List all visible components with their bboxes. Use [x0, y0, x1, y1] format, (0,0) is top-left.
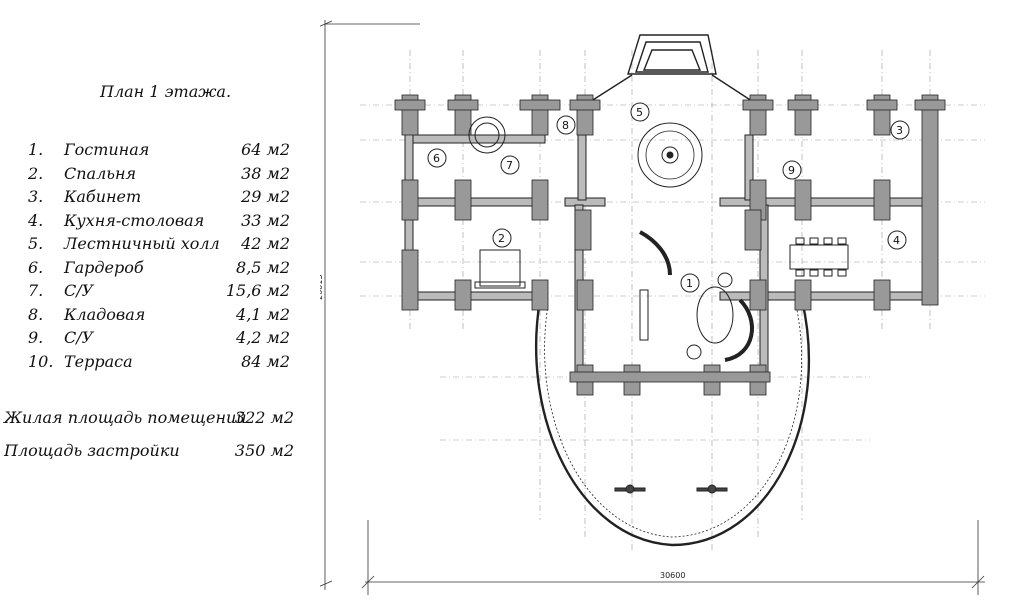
room-area: 42 м2 [241, 234, 290, 253]
built-area-value: 350 м2 [234, 441, 294, 460]
living-area-value: 322 м2 [234, 408, 294, 427]
room-label-1: 1 [686, 277, 693, 290]
dimension-lines [320, 20, 985, 595]
room-item: 2. Спальня 38 м2 [28, 164, 318, 188]
bedroom-bed [474, 249, 526, 289]
room-name: Терраса [64, 351, 133, 371]
room-area: 64 м2 [241, 140, 290, 159]
living-furniture [639, 230, 754, 362]
room-area: 38 м2 [241, 163, 290, 183]
spiral-staircase [637, 122, 703, 188]
dining-table [789, 237, 849, 277]
room-area: 4,2 м2 [236, 328, 290, 347]
room-number: 8. [28, 304, 44, 324]
room-number: 4. [28, 210, 44, 230]
room-label-4: 4 [893, 234, 900, 247]
room-number: 3. [28, 187, 44, 206]
floor-plan: 26013 30600 [320, 20, 985, 595]
room-name: Лестничный холл [64, 234, 220, 253]
room-name: С/У [64, 328, 94, 347]
built-area-label: Площадь застройки [4, 441, 180, 460]
room-item: 8. Кладовая 4,1 м2 [28, 305, 318, 329]
bay-walls [584, 34, 759, 106]
room-name: Гардероб [64, 257, 144, 277]
room-item: 5. Лестничный холл 42 м2 [28, 234, 318, 258]
room-label-7: 7 [506, 159, 513, 172]
room-item: 4. Кухня-столовая 33 м2 [28, 211, 318, 235]
room-item: 6. Гардероб 8,5 м2 [28, 258, 318, 282]
room-area: 29 м2 [241, 187, 290, 206]
room-number: 9. [28, 328, 44, 347]
terrace-chairs [614, 484, 728, 494]
room-label-8: 8 [562, 119, 569, 132]
room-number: 2. [28, 163, 44, 183]
room-area: 8,5 м2 [236, 257, 290, 277]
room-name: Кабинет [64, 187, 142, 206]
room-name: Кладовая [64, 304, 146, 324]
room-label-5: 5 [636, 106, 643, 119]
room-number: 10. [28, 351, 54, 371]
bathtub [468, 116, 506, 154]
plan-title: План 1 этажа. [100, 82, 232, 101]
log-columns [394, 94, 946, 396]
room-labels: 1 2 3 4 5 6 7 8 9 [427, 102, 910, 293]
room-number: 5. [28, 234, 44, 253]
terrace-outline [535, 299, 811, 547]
room-item: 10. Терраса 84 м2 [28, 352, 318, 376]
room-number: 1. [28, 140, 44, 159]
room-name: Спальня [64, 163, 137, 183]
walls [404, 99, 936, 381]
room-area: 33 м2 [241, 210, 290, 230]
room-item: 9. С/У 4,2 м2 [28, 328, 318, 352]
room-item: 3. Кабинет 29 м2 [28, 187, 318, 211]
width-dimension: 30600 [660, 571, 685, 580]
room-area: 84 м2 [241, 351, 290, 371]
height-dimension: 26013 [320, 275, 324, 300]
room-number: 6. [28, 257, 44, 277]
room-area: 15,6 м2 [225, 281, 290, 300]
room-number: 7. [28, 281, 44, 300]
room-list: 1. Гостиная 64 м2 2. Спальня 38 м2 3. Кабинет… [28, 140, 318, 375]
room-name: С/У [64, 281, 94, 300]
living-area-label: Жилая площадь помещений [4, 408, 247, 427]
room-area: 4,1 м2 [236, 304, 290, 324]
room-label-3: 3 [896, 124, 903, 137]
room-label-2: 2 [498, 232, 505, 245]
room-label-6: 6 [433, 152, 440, 165]
room-item: 7. С/У 15,6 м2 [28, 281, 318, 305]
legend-panel: План 1 этажа. 1. Гостиная 64 м2 2. Спальня 3… [0, 0, 330, 607]
room-label-9: 9 [788, 164, 795, 177]
room-name: Гостиная [64, 140, 150, 159]
room-item: 1. Гостиная 64 м2 [28, 140, 318, 164]
room-name: Кухня-столовая [64, 210, 205, 230]
